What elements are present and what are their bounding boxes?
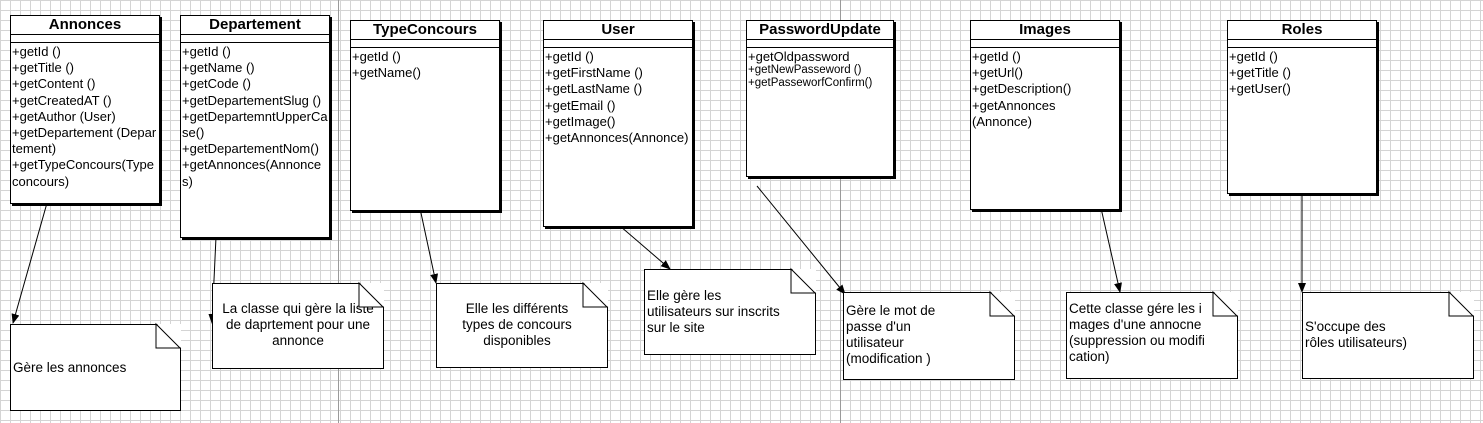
page-break-line [338, 0, 339, 423]
class-departement[interactable]: Departement +getId () +getName () +getCo… [180, 15, 330, 238]
attributes-compartment [181, 35, 329, 43]
connector-annonces [11, 202, 48, 324]
class-title: Annonces [11, 16, 159, 35]
note-text: Elle gère les utilisateurs sur inscrits … [647, 288, 780, 335]
class-passwordupdate[interactable]: PasswordUpdate +getOldpassword +getNewPa… [746, 20, 894, 177]
operation: +getNewPasseword () [748, 64, 862, 76]
class-roles[interactable]: Roles +getId () +getTitle () +getUser() [1227, 20, 1377, 194]
operations-compartment: +getId () +getName() [351, 48, 499, 81]
class-title: PasswordUpdate [747, 21, 893, 40]
connector-passwordupdate [756, 185, 846, 295]
note-passwordupdate[interactable]: Gère le mot de passe d'un utilisateur (m… [843, 290, 1016, 380]
class-typeconcours[interactable]: TypeConcours +getId () +getName() [350, 20, 500, 211]
operation: +getImage() [545, 113, 616, 129]
class-title: Images [971, 21, 1119, 40]
note-departement[interactable]: La classe qui gère la liste de daprtemen… [212, 281, 385, 369]
attributes-compartment [747, 40, 893, 48]
operation: +getTitle () [12, 60, 75, 76]
operations-compartment: +getId () +getName () +getCode () +getDe… [181, 43, 329, 190]
operation: +getDepartemntUpperCase() [182, 108, 328, 141]
operation: +getOldpassword [748, 49, 850, 64]
note-annonces[interactable]: Gère les annonces [10, 322, 182, 411]
connector-user [619, 225, 671, 270]
operation: +getName () [182, 60, 255, 76]
note-text: S'occupe des rôles utilisateurs) [1305, 319, 1408, 350]
operation: +getDepartementSlug () [182, 92, 322, 108]
note-typeconcours[interactable]: Elle les différents types de concours di… [436, 281, 609, 368]
operation: +getTypeConcours(Typeconcours) [12, 157, 154, 189]
note-user[interactable]: Elle gère les utilisateurs sur inscrits … [644, 267, 817, 355]
operation: +getPasseworfConfirm() [748, 77, 873, 89]
class-annonces[interactable]: Annonces +getId () +getTitle () +getCont… [10, 15, 160, 204]
class-images[interactable]: Images +getId () +getUrl() +getDescripti… [970, 20, 1120, 210]
operation: +getDepartementNom() [182, 141, 319, 157]
operation: +getId () [972, 49, 1021, 64]
operation: +getDepartement (Departement) [12, 125, 157, 157]
note-fold-line [1212, 290, 1239, 317]
operation: +getAuthor (User) [12, 108, 116, 124]
operation: +getDescription() [972, 81, 1072, 97]
operation: +getFirstName () [545, 65, 643, 81]
operation: +getEmail () [545, 97, 616, 113]
operation: +getId () [182, 44, 231, 59]
operation: +getCode () [182, 76, 252, 92]
operation: +getTitle () [1229, 65, 1292, 81]
operations-compartment: +getId () +getTitle () +getUser() [1228, 48, 1376, 98]
operations-compartment: +getOldpassword +getNewPasseword () +get… [747, 48, 893, 90]
attributes-compartment [351, 40, 499, 48]
operation: +getId () [352, 49, 401, 64]
note-text: Gère le mot de passe d'un utilisateur (m… [846, 303, 936, 366]
note-fold-line [358, 281, 385, 308]
operation: +getCreatedAT () [12, 92, 112, 108]
operations-compartment: +getId () +getTitle () +getContent () +g… [11, 43, 159, 190]
operation: +getAnnonces(Annonces) [182, 157, 322, 189]
operation: +getName() [352, 65, 421, 81]
operation: +getAnnonces(Annonce) [545, 130, 689, 146]
operation: +getUrl() [972, 65, 1023, 81]
note-fold-line [155, 322, 182, 349]
note-text: Elle les différents types de concours di… [462, 301, 572, 348]
class-title: Roles [1228, 21, 1376, 40]
operations-compartment: +getId () +getFirstName () +getLastName … [544, 48, 692, 146]
note-text: Cette classe gére les images d'une annoc… [1069, 301, 1205, 364]
note-fold-line [1448, 290, 1475, 317]
operation: +getId () [545, 49, 594, 64]
note-text: Gère les annonces [13, 360, 127, 375]
note-roles[interactable]: S'occupe des rôles utilisateurs) [1302, 290, 1475, 379]
class-title: TypeConcours [351, 21, 499, 40]
operation: +getId () [12, 44, 61, 59]
attributes-compartment [971, 40, 1119, 48]
note-fold-line [989, 290, 1016, 317]
attributes-compartment [11, 35, 159, 43]
operation: +getLastName () [545, 81, 643, 97]
attributes-compartment [1228, 40, 1376, 48]
note-text: La classe qui gère la liste de daprtemen… [222, 301, 374, 348]
note-fold-line [790, 267, 817, 294]
operation: +getAnnonces (Annonce) [972, 97, 1056, 129]
operation: +getContent () [12, 76, 96, 92]
note-images[interactable]: Cette classe gére les images d'une annoc… [1066, 290, 1239, 379]
note-fold-line [582, 281, 609, 308]
class-title: Departement [181, 16, 329, 35]
attributes-compartment [544, 40, 692, 48]
page-break-line [840, 0, 841, 423]
operation: +getUser() [1229, 81, 1291, 97]
operation: +getId () [1229, 49, 1278, 64]
class-title: User [544, 21, 692, 40]
operations-compartment: +getId () +getUrl() +getDescription() +g… [971, 48, 1119, 130]
class-user[interactable]: User +getId () +getFirstName () +getLast… [543, 20, 693, 227]
